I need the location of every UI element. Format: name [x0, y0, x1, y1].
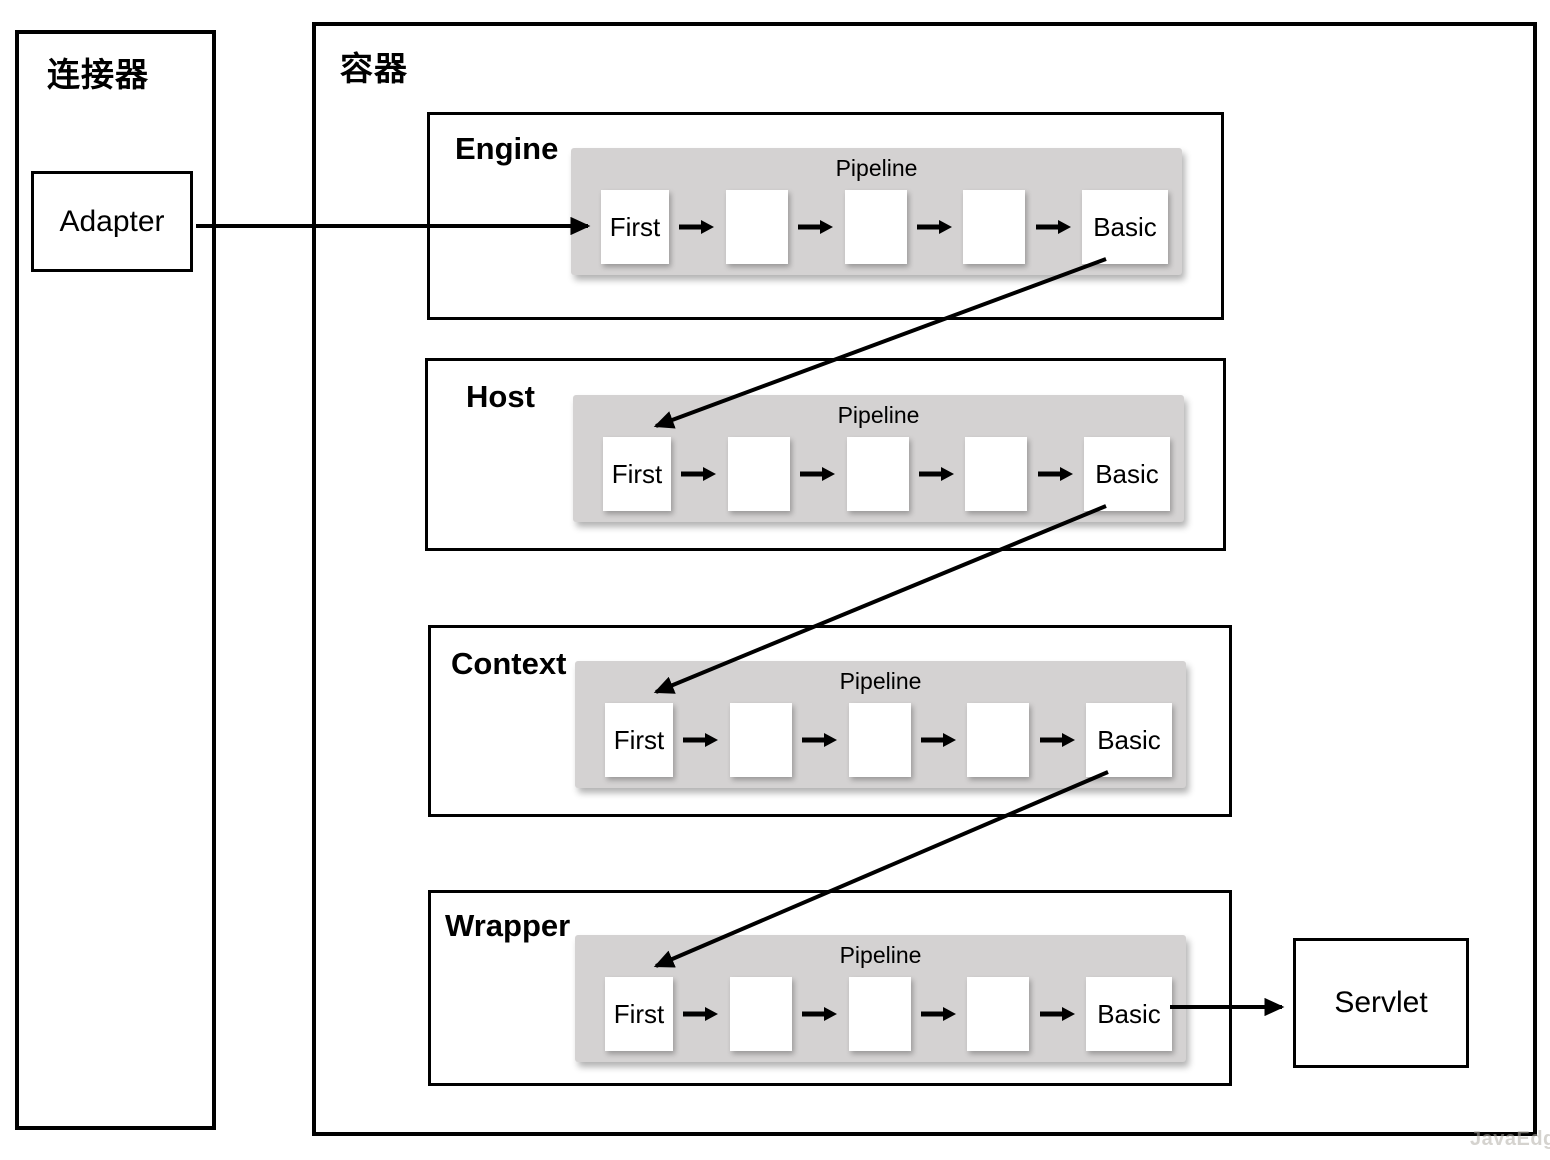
valve-box-empty — [967, 977, 1030, 1051]
valve-box-empty — [848, 703, 911, 777]
valve-label: First — [609, 211, 661, 242]
flow-arrow-icon — [800, 467, 836, 481]
section-box-engine: Engine Pipeline First Basic — [427, 112, 1224, 320]
valve-row: First Basic — [601, 190, 1168, 264]
valve-box-empty — [729, 703, 792, 777]
container-box: 容器 — [312, 22, 1537, 1136]
flow-arrow-icon — [1039, 733, 1075, 747]
adapter-label: Adapter — [59, 204, 165, 238]
section-title-wrapper: Wrapper — [445, 908, 571, 943]
valve-box-empty — [848, 977, 911, 1051]
valve-box-basic: Basic — [1086, 977, 1172, 1051]
valve-box-basic: Basic — [1082, 190, 1168, 264]
section-box-context: Context Pipeline First Basic — [428, 625, 1232, 817]
flow-arrow-icon — [683, 733, 719, 747]
servlet-box: Servlet — [1293, 938, 1469, 1068]
flow-arrow-icon — [679, 220, 715, 234]
flow-arrow-icon — [920, 733, 956, 747]
section-title-host: Host — [466, 379, 535, 414]
valve-row: First Basic — [605, 977, 1172, 1051]
valve-label: First — [613, 998, 665, 1029]
container-title: 容器 — [340, 50, 408, 87]
valve-row: First Basic — [605, 703, 1172, 777]
pipeline-title: Pipeline — [835, 155, 918, 181]
section-title-context: Context — [451, 646, 567, 681]
valve-row: First Basic — [603, 437, 1170, 511]
valve-label: First — [611, 458, 663, 489]
valve-label: Basic — [1097, 998, 1161, 1029]
flow-arrow-icon — [920, 1007, 956, 1021]
valve-label: Basic — [1097, 724, 1161, 755]
flow-arrow-icon — [1039, 1007, 1075, 1021]
valve-box-empty — [844, 190, 907, 264]
section-box-host: Host Pipeline First Basic — [425, 358, 1226, 551]
valve-box-first: First — [605, 703, 673, 777]
section-box-wrapper: Wrapper Pipeline First Basic — [428, 890, 1232, 1086]
pipeline-engine: Pipeline First Basic — [571, 148, 1182, 275]
flow-arrow-icon — [802, 1007, 838, 1021]
valve-box-first: First — [605, 977, 673, 1051]
valve-box-empty — [725, 190, 788, 264]
flow-arrow-icon — [683, 1007, 719, 1021]
valve-box-empty — [846, 437, 909, 511]
valve-box-empty — [967, 703, 1030, 777]
valve-box-basic: Basic — [1086, 703, 1172, 777]
pipeline-wrapper: Pipeline First Basic — [575, 935, 1186, 1062]
flow-arrow-icon — [681, 467, 717, 481]
pipeline-title: Pipeline — [839, 942, 922, 968]
adapter-box: Adapter — [31, 171, 193, 272]
valve-box-first: First — [601, 190, 669, 264]
connector-box: 连接器 — [15, 30, 216, 1130]
valve-box-empty — [965, 437, 1028, 511]
valve-label: Basic — [1095, 458, 1159, 489]
flow-arrow-icon — [802, 733, 838, 747]
valve-label: Basic — [1093, 211, 1157, 242]
flow-arrow-icon — [1035, 220, 1071, 234]
valve-box-first: First — [603, 437, 671, 511]
valve-box-empty — [727, 437, 790, 511]
pipeline-title: Pipeline — [839, 668, 922, 694]
valve-box-empty — [729, 977, 792, 1051]
flow-arrow-icon — [918, 467, 954, 481]
connector-title: 连接器 — [47, 56, 149, 93]
flow-arrow-icon — [798, 220, 834, 234]
valve-label: First — [613, 724, 665, 755]
watermark: JavaEdge — [1470, 1128, 1550, 1150]
servlet-label: Servlet — [1334, 986, 1428, 1019]
pipeline-host: Pipeline First Basic — [573, 395, 1184, 522]
valve-box-empty — [963, 190, 1026, 264]
pipeline-title: Pipeline — [837, 402, 920, 428]
flow-arrow-icon — [916, 220, 952, 234]
section-title-engine: Engine — [455, 131, 559, 166]
valve-box-basic: Basic — [1084, 437, 1170, 511]
pipeline-context: Pipeline First Basic — [575, 661, 1186, 788]
flow-arrow-icon — [1037, 467, 1073, 481]
